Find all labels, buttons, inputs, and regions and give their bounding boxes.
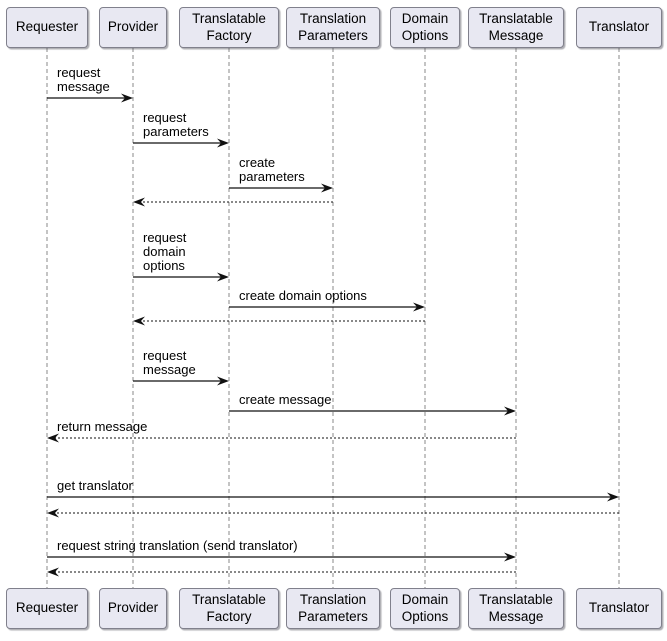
participant-top-provider: Provider xyxy=(99,7,167,48)
participant-top-translatable-factory: Translatable Factory xyxy=(179,7,279,48)
message-label-8: request message xyxy=(143,348,196,377)
participant-bottom-requester: Requester xyxy=(6,588,88,629)
message-label-9: create message xyxy=(239,392,332,407)
message-arrowhead-3 xyxy=(321,183,333,193)
participant-label-domain-options: Domain Options xyxy=(401,11,449,43)
message-label-13: request string translation (send transla… xyxy=(57,538,298,553)
participant-bottom-translator: Translator xyxy=(576,588,662,629)
message-arrowhead-1 xyxy=(121,93,133,103)
message-label-3: create parameters xyxy=(239,155,305,184)
participant-label-translatable-message: Translatable Message xyxy=(479,592,553,624)
message-arrowhead-13 xyxy=(504,552,516,562)
participant-top-translator: Translator xyxy=(576,7,662,48)
message-arrowhead-4 xyxy=(133,197,145,207)
participant-label-requester: Requester xyxy=(15,600,79,616)
message-arrowhead-6 xyxy=(413,302,425,312)
message-label-11: get translator xyxy=(57,478,133,493)
participant-top-requester: Requester xyxy=(6,7,88,48)
participant-label-translation-parameters: Translation Parameters xyxy=(298,592,368,624)
message-arrowhead-9 xyxy=(504,406,516,416)
message-label-5: request domain options xyxy=(143,230,187,273)
message-label-1: request message xyxy=(57,65,110,94)
participant-label-requester: Requester xyxy=(15,19,79,35)
participant-label-translatable-factory: Translatable Factory xyxy=(192,592,266,624)
message-arrowhead-8 xyxy=(217,376,229,386)
message-arrowhead-11 xyxy=(607,492,619,502)
participant-bottom-translatable-message: Translatable Message xyxy=(468,588,564,629)
participant-label-translator: Translator xyxy=(588,19,650,35)
participant-label-translatable-message: Translatable Message xyxy=(479,11,553,43)
participant-label-translatable-factory: Translatable Factory xyxy=(192,11,266,43)
participant-top-translatable-message: Translatable Message xyxy=(468,7,564,48)
participant-bottom-domain-options: Domain Options xyxy=(390,588,460,629)
participant-label-translator: Translator xyxy=(588,600,650,616)
participant-label-translation-parameters: Translation Parameters xyxy=(298,11,368,43)
message-label-6: create domain options xyxy=(239,288,367,303)
message-arrowhead-7 xyxy=(133,316,145,326)
participant-top-domain-options: Domain Options xyxy=(390,7,460,48)
participant-top-translation-parameters: Translation Parameters xyxy=(286,7,380,48)
participant-label-provider: Provider xyxy=(107,19,159,35)
message-arrowhead-14 xyxy=(47,567,59,577)
message-label-2: request parameters xyxy=(143,110,209,139)
message-arrowhead-10 xyxy=(47,433,59,443)
participant-label-domain-options: Domain Options xyxy=(401,592,449,624)
participant-bottom-provider: Provider xyxy=(99,588,167,629)
message-arrowhead-12 xyxy=(47,508,59,518)
participant-bottom-translatable-factory: Translatable Factory xyxy=(179,588,279,629)
message-label-10: return message xyxy=(57,419,148,434)
message-arrowhead-5 xyxy=(217,272,229,282)
message-arrowhead-2 xyxy=(217,138,229,148)
participant-label-provider: Provider xyxy=(107,600,159,616)
participant-bottom-translation-parameters: Translation Parameters xyxy=(286,588,380,629)
